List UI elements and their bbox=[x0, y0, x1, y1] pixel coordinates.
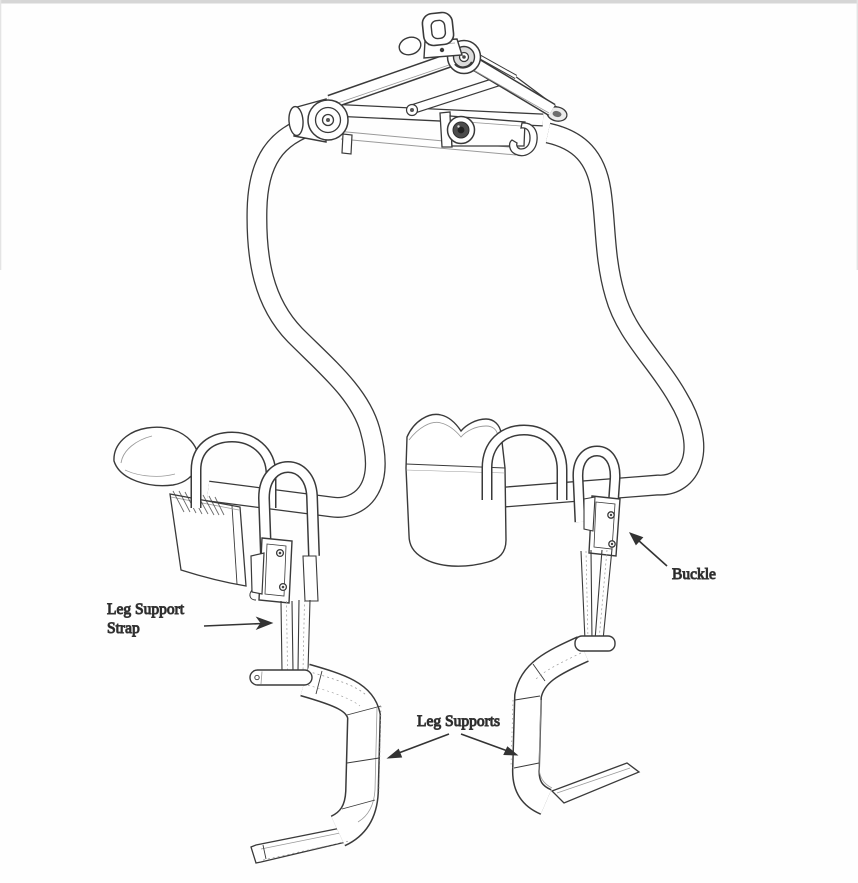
left-pivot-cylinder bbox=[288, 98, 349, 143]
left-leg-support-strap bbox=[280, 599, 311, 672]
right-buckle bbox=[583, 495, 621, 557]
arrow-to-left-support bbox=[386, 733, 450, 759]
left-leg-support bbox=[249, 663, 382, 864]
left-pad-panel bbox=[169, 493, 247, 587]
label-leg-support-strap-line1: Leg Support bbox=[107, 601, 185, 618]
arrow-to-strap bbox=[203, 616, 274, 631]
arrow-to-buckle bbox=[628, 532, 668, 567]
attachment-eye bbox=[421, 11, 463, 59]
left-edge-line bbox=[0, 0, 2, 270]
right-strap-anchor bbox=[574, 635, 616, 652]
right-strap-buckle bbox=[572, 445, 621, 641]
hanger-linkage bbox=[288, 11, 568, 157]
left-strap-anchor bbox=[249, 669, 313, 686]
frame-tube-left bbox=[206, 113, 386, 518]
left-strap-hook bbox=[257, 460, 320, 557]
c-clip bbox=[508, 122, 538, 157]
center-cylinder bbox=[439, 111, 526, 148]
callouts: Leg Support Strap Buckle Leg Supports bbox=[107, 532, 717, 759]
right-leg-support bbox=[510, 635, 641, 815]
left-pad-hook bbox=[190, 431, 277, 508]
rear-roller bbox=[398, 36, 422, 56]
left-buckle bbox=[249, 537, 293, 604]
frame-tube-right bbox=[504, 122, 705, 508]
right-knee-pad-assembly bbox=[405, 413, 568, 567]
label-leg-supports: Leg Supports bbox=[417, 713, 500, 730]
right-edge-line bbox=[856, 0, 858, 270]
right-strap-hook bbox=[572, 445, 621, 523]
label-buckle: Buckle bbox=[672, 566, 716, 583]
left-strap-buckle bbox=[249, 460, 320, 672]
left-knee-pad-assembly bbox=[113, 426, 277, 587]
top-edge-strip bbox=[0, 0, 858, 4]
left-pad-cushion bbox=[113, 426, 200, 487]
right-pad-cushion bbox=[405, 413, 507, 567]
right-leg-support-strap bbox=[580, 548, 613, 641]
label-leg-support-strap-line2: Strap bbox=[107, 620, 140, 637]
right-pad-hook bbox=[481, 424, 568, 500]
clevis-tab bbox=[341, 133, 353, 155]
arrow-to-right-support bbox=[460, 733, 519, 756]
